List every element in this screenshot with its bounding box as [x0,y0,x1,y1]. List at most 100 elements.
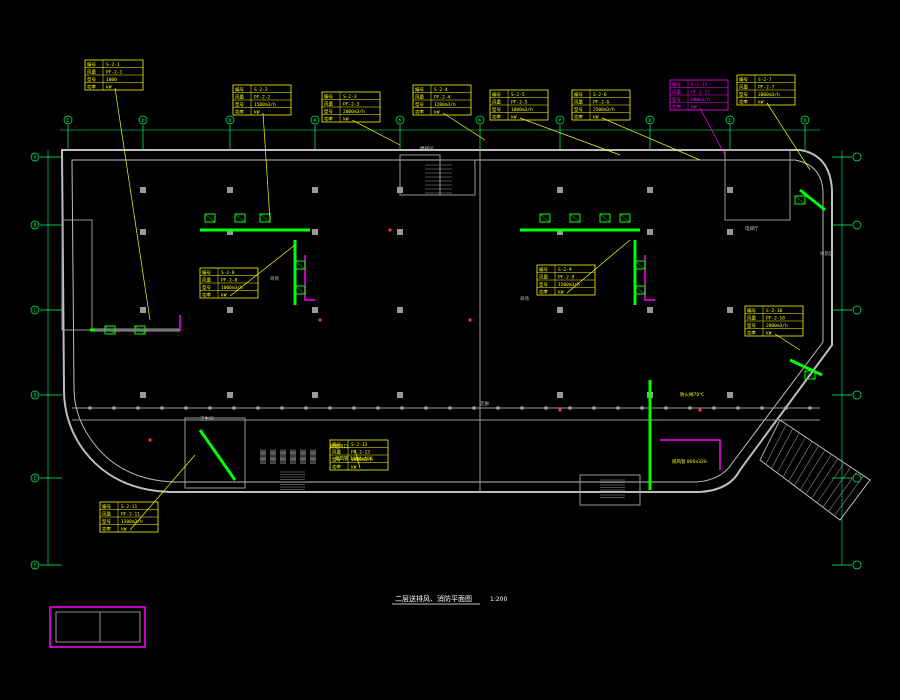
grid-bubble-right [852,473,862,483]
ramp-hatch-line [765,424,787,465]
callout-key: 编号 [102,503,111,510]
structural-columns [88,187,812,410]
grid-bubble-left [30,390,40,400]
room-label: 商场 [520,295,529,302]
callout-key: 型号 [332,456,341,463]
callout-leader [351,119,401,146]
grid-label-left: Ⓓ [33,392,38,399]
column [557,307,563,313]
column [140,392,146,398]
callout-key: 型号 [539,281,548,288]
column [140,187,146,193]
callout-key: 型号 [324,108,333,115]
smoke-duct-west [95,315,181,331]
diffuser-cross [619,213,631,223]
smoke-exhaust-ducts [49,255,721,648]
callout-value: 1000m3/h [351,457,373,463]
room-label: 走廊 [480,400,489,407]
grid-label-top: ② [803,118,808,124]
fire-damper-marker [148,438,152,442]
partitions [61,149,820,506]
fire-damper-marker [558,408,562,412]
ramp-hatch-line [816,462,845,504]
room-label: 电梯厅 [745,225,759,232]
smoke-duct-right [644,255,655,301]
grid-bubble-left [30,220,40,230]
diffuser [619,213,631,223]
plan-note: 新风管 1000x400 [335,455,373,462]
callout-value: 1800m3/h [511,107,533,113]
column [647,229,653,235]
ramp-hatch-line [782,436,806,478]
callout-key: 风量 [202,277,211,284]
inner-wall [71,159,824,483]
grid-bubble-right [852,390,862,400]
fire-damper-marker [318,318,322,322]
column [312,187,318,193]
fire-damper-marker [468,318,472,322]
callout-value: S-2-7 [758,77,772,83]
callout-value: 2000m3/h [343,109,365,115]
callout-value: 3000m3/h [758,92,780,98]
diffuser-cross [134,325,146,335]
callout-value: S-2-9 [558,267,572,273]
diffuser [804,370,816,380]
air-diffusers [104,195,816,442]
grid-bubble-right [852,305,862,315]
callout-key: 功率 [202,292,211,299]
callout-value: 1500m3/h [558,282,580,288]
room-label: 商场 [270,275,279,282]
column [140,229,146,235]
callout-value: 1000m3/h [221,285,243,291]
column [227,187,233,193]
callout-leader [262,112,271,221]
callout-value: PF-2-5 [511,100,528,106]
column [397,307,403,313]
callout-key: 功率 [235,109,244,116]
callout-key: 功率 [492,114,501,121]
grid-bubble-top [645,115,655,125]
column [227,307,233,313]
callout-value: 2500m3/h [593,107,615,113]
grid-label-top: ② [141,118,146,124]
ramp-outline [759,419,871,521]
callout-key: 型号 [202,284,211,291]
ramp-hatch-line [788,441,813,482]
grid-label-top: ⑤ [398,118,402,124]
grid-bubble-left [30,305,40,315]
callout-key: 功率 [415,109,424,116]
callout-value: S-2-13 [351,442,368,448]
stair-hatching [260,164,625,498]
grid-bubble-top [138,115,148,125]
grid-label-left: Ⓒ [33,307,38,314]
callout-value: S-2-3 [343,94,357,100]
diffuser [539,213,551,223]
grid-bubble-top [800,115,810,125]
callout-value: kW [343,117,349,123]
diffuser-cross [259,213,271,223]
room-label: 卫生间 [200,415,214,422]
callout-value: PF-2-11 [121,512,140,518]
grid-bubble-left [30,560,40,570]
room-label: 休息区 [820,250,834,257]
callout-key: 编号 [87,61,96,68]
callout-value: PF-2-9 [558,275,575,281]
ramp-hatch-line [776,432,800,474]
callout-key: 风量 [102,511,111,518]
callout-value: 1200m3/h [121,519,143,525]
callout-key: 编号 [672,81,681,88]
column [312,229,318,235]
diffuser [104,325,116,335]
callout-value: PF-2-4 [434,95,451,101]
ramp-hatch-line [805,454,832,495]
callout-key: 型号 [492,106,501,113]
callout-key: 型号 [87,76,96,83]
callout-leader [774,333,801,351]
callout-value: kW [593,115,599,121]
callout-value: S-2-1 [106,62,120,68]
callout-value: PF-2-12 [691,90,710,96]
grid-bubble-top [310,115,320,125]
callout-value: kW [758,100,764,106]
column [140,307,146,313]
ductwork [90,188,826,490]
